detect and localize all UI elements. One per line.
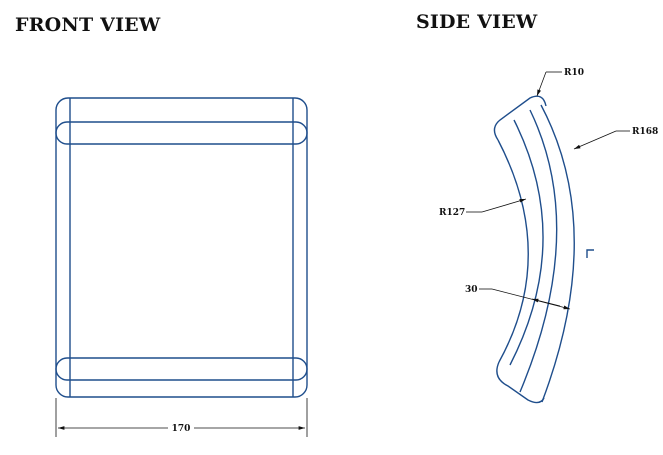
- r10-leader: [536, 71, 547, 97]
- front-bottom-bar: [55, 357, 308, 381]
- front-width-dimension: [55, 398, 308, 437]
- side-innermost-arc: [497, 139, 529, 363]
- side-view-drawing: [493, 95, 594, 404]
- front-view-drawing: [55, 97, 308, 398]
- front-width-label: 170: [172, 424, 191, 434]
- r127-label: R127: [439, 208, 465, 218]
- side-leaders: [466, 71, 630, 310]
- side-outer-arc: [540, 104, 575, 403]
- thickness-label: 30: [465, 285, 478, 295]
- front-top-bar: [55, 121, 308, 145]
- side-top-cap: [493, 95, 547, 141]
- side-middle-arc: [519, 109, 558, 393]
- r10-label: R10: [564, 68, 584, 78]
- front-view-title: FRONT VIEW: [15, 14, 161, 36]
- front-outer-frame: [55, 97, 308, 398]
- side-step: [586, 249, 594, 258]
- thickness-arrow-back: [531, 298, 561, 307]
- side-view-title: SIDE VIEW: [416, 11, 538, 33]
- thickness-leader: [491, 288, 571, 310]
- side-bottom-cap: [496, 361, 545, 404]
- side-inner-arc: [509, 119, 544, 366]
- r168-label: R168: [632, 127, 658, 137]
- r168-leader: [573, 130, 617, 150]
- r127-leader: [481, 198, 527, 213]
